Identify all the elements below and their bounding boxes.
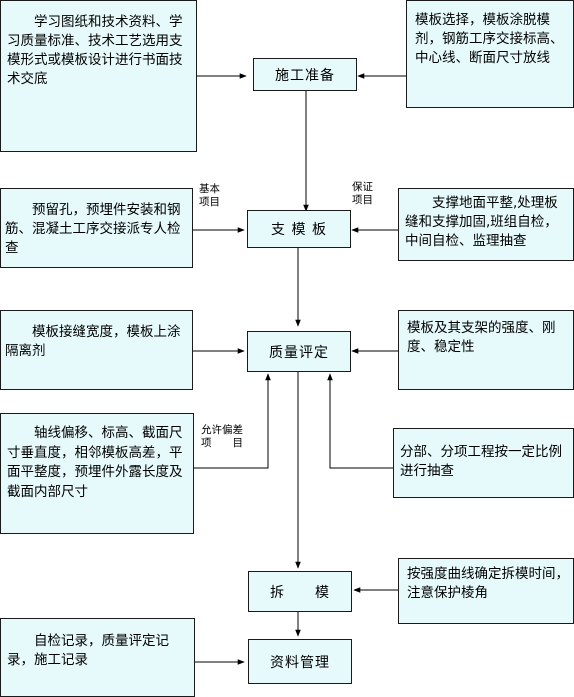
box-axis: 轴线偏移、标高、截面尺寸垂直度，相邻模板高差，平面平整度，预埋件外露长度及截面内… [0,413,194,534]
step-formwork: 支 模 板 [247,210,351,248]
box-strength-text: 模板及其支架的强度、刚度、稳定性 [407,320,556,355]
step-formwork-label: 支 模 板 [271,222,327,238]
box-strength: 模板及其支架的强度、刚度、稳定性 [398,310,574,390]
step-quality-label: 质量评定 [269,344,329,361]
annotation-guarantee-items: 保证 项目 [352,181,373,207]
box-study-text: 学习图纸和技术资料、学习质量标准、技术工艺选用支模形式或模板设计进行书面技术交底 [7,14,183,87]
step-records-label: 资料管理 [270,654,330,671]
box-self-check-text: 自检记录，质量评定记录，施工记录 [7,633,169,668]
box-curve: 按强度曲线确定拆模时间，注意保护棱角 [398,558,574,624]
box-study: 学习图纸和技术资料、学习质量标准、技术工艺选用支模形式或模板设计进行书面技术交底 [0,0,197,152]
box-holes-text: 预留孔，预埋件安装和钢筋、混凝土工序交接派专人检查 [5,202,181,256]
annotation-tolerance-items: 允许偏差 项 目 [201,424,243,450]
box-holes: 预留孔，预埋件安装和钢筋、混凝土工序交接派专人检查 [0,188,193,268]
step-dismantle: 拆 模 [248,571,352,612]
annotation-guarantee-line2: 项目 [352,194,373,206]
box-curve-text: 按强度曲线确定拆模时间，注意保护棱角 [407,566,569,601]
box-support: 支撑地面平整,处理板缝和支撑加固,班组自检，中间自检、监理抽查 [398,188,574,261]
box-selection: 模板选择，模板涂脱模剂，钢筋工序交接标高、中心线、断面尺寸放线 [406,0,574,108]
step-prepare: 施工准备 [253,58,357,91]
arrow-axis-to-quality [194,373,271,469]
box-sampling: 分部、分项工程按一定比例进行抽查 [393,428,574,498]
arrow-sampling-to-quality [327,373,393,469]
box-self-check: 自检记录，质量评定记录，施工记录 [0,618,195,697]
annotation-basic-line2: 项目 [199,196,220,208]
box-joints-text: 模板接缝宽度，模板上涂隔离剂 [5,324,181,359]
box-selection-text: 模板选择，模板涂脱模剂，钢筋工序交接标高、中心线、断面尺寸放线 [415,12,564,66]
annotation-basic-items: 基本 项目 [199,183,220,209]
annotation-tolerance-line1: 允许偏差 [201,424,243,436]
box-axis-text: 轴线偏移、标高、截面尺寸垂直度，相邻模板高差，平面平整度，预埋件外露长度及截面内… [7,425,183,500]
box-joints: 模板接缝宽度，模板上涂隔离剂 [0,310,193,390]
step-records: 资料管理 [248,639,352,684]
annotation-guarantee-line1: 保证 [352,181,373,193]
annotation-tolerance-line2: 项 目 [201,437,243,449]
box-sampling-text: 分部、分项工程按一定比例进行抽查 [400,444,562,479]
box-support-text: 支撑地面平整,处理板缝和支撑加固,班组自检，中间自检、监理抽查 [405,195,558,249]
step-dismantle-label: 拆 模 [270,584,330,601]
step-prepare-label: 施工准备 [275,67,335,84]
step-quality: 质量评定 [247,331,351,372]
annotation-basic-line1: 基本 [199,183,220,195]
